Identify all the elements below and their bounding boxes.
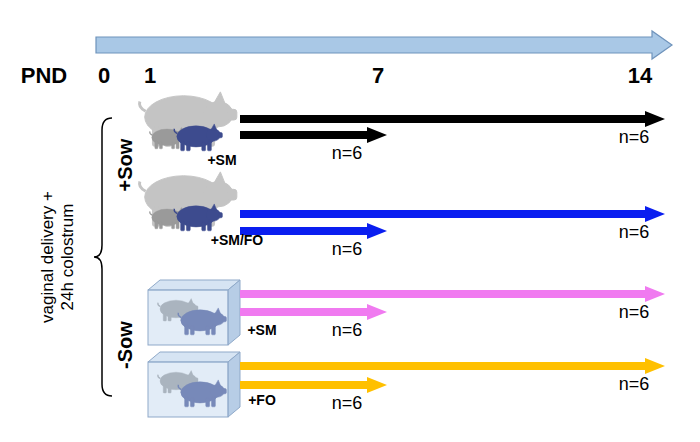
sample-size: n=6 (332, 320, 363, 341)
diet-label: +SM/FO (211, 232, 264, 248)
sample-size: n=6 (619, 127, 650, 148)
sow-group (139, 92, 236, 151)
diet-label: +SM (247, 322, 276, 338)
group-title: +Sow (114, 139, 137, 192)
box-group (148, 280, 240, 345)
brace (94, 118, 112, 396)
sample-size: n=6 (332, 239, 363, 260)
tick-label: 14 (628, 63, 652, 88)
group-arrow (240, 127, 387, 143)
group-arrow (240, 286, 665, 302)
timeline-arrow (96, 31, 672, 59)
box-group (148, 352, 240, 417)
sample-size: n=6 (332, 143, 363, 164)
group-arrow (240, 377, 387, 393)
group-arrow (240, 111, 665, 127)
group-title: -Sow (114, 321, 137, 369)
axis-title: PND (21, 63, 67, 88)
sow-group (139, 172, 236, 231)
tick-label: 0 (98, 63, 110, 88)
group-arrow (240, 304, 387, 320)
tick-label: 7 (372, 63, 384, 88)
diet-label: +FO (248, 392, 276, 408)
tick-label: 1 (144, 63, 156, 88)
sample-size: n=6 (332, 393, 363, 414)
group-arrow (240, 206, 665, 222)
sample-size: n=6 (619, 222, 650, 243)
group-note: vaginal delivery + 24h colostrum (38, 182, 77, 332)
sample-size: n=6 (619, 374, 650, 395)
sample-size: n=6 (619, 302, 650, 323)
diet-label: +SM (207, 152, 236, 168)
group-arrow (240, 358, 665, 374)
